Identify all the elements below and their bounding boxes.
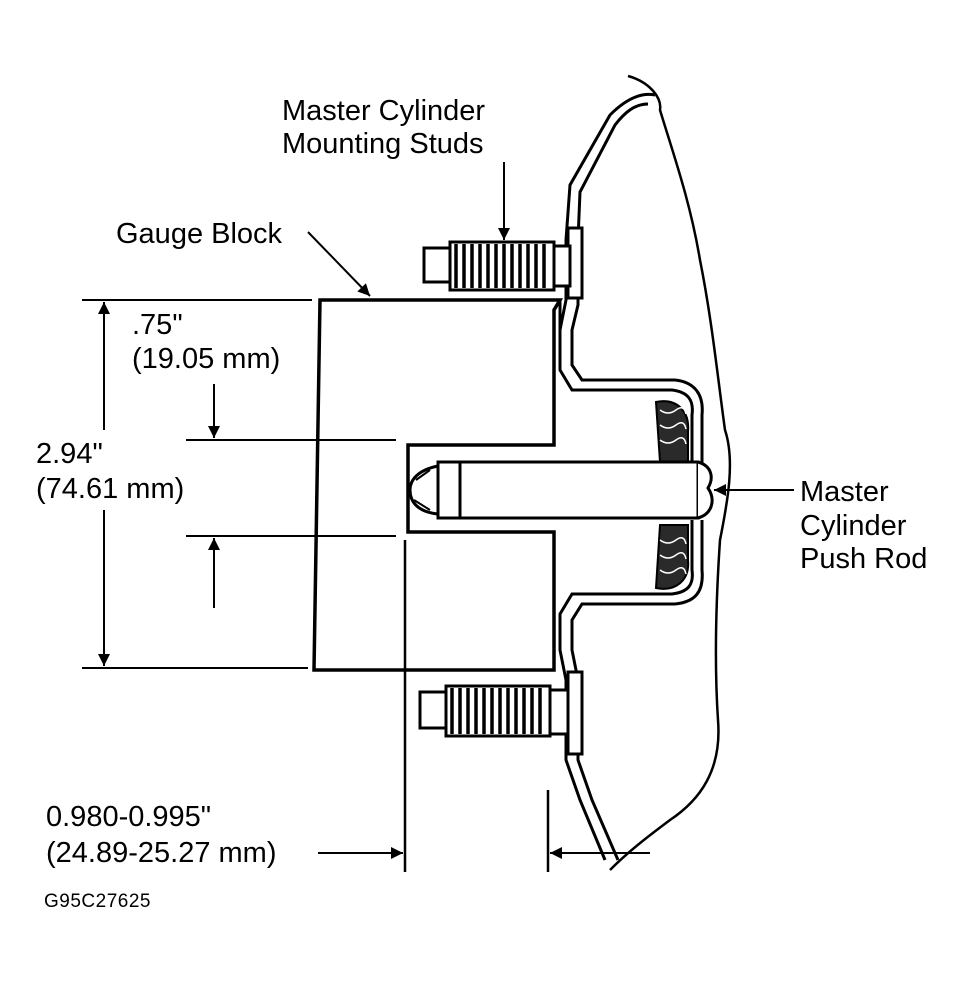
dim-294-mm-label: (74.61 mm) [36, 473, 184, 505]
gauge-block-leader [307, 231, 371, 297]
pushrod-label-line1: Master [800, 476, 889, 508]
lower-mounting-stud [418, 684, 570, 738]
dim-075-inch-label: .75" [132, 309, 183, 341]
pushrod-label-line3: Push Rod [800, 543, 927, 575]
gap-inch-label: 0.980-0.995" [46, 801, 211, 833]
dim-294-inch-label: 2.94" [36, 438, 103, 470]
dim-075-mm-label: (19.05 mm) [132, 343, 280, 375]
lower-flange-plate [566, 670, 584, 756]
upper-mounting-stud [422, 240, 572, 292]
figure-code: G95C27625 [44, 891, 151, 912]
booster-housing-outline [609, 74, 732, 871]
studs-label-line2: Mounting Studs [282, 128, 484, 160]
gauge-block-label: Gauge Block [116, 218, 283, 250]
booster-shell-inner [570, 102, 704, 470]
push-rod [408, 460, 714, 520]
studs-label-line1: Master Cylinder [282, 95, 485, 127]
push-rod-seal [654, 400, 690, 590]
gap-mm-label: (24.89-25.27 mm) [46, 837, 277, 869]
booster-shell-outer-lower [558, 520, 694, 861]
pushrod-label-line2: Cylinder [800, 510, 907, 542]
gauge-block [312, 298, 564, 672]
